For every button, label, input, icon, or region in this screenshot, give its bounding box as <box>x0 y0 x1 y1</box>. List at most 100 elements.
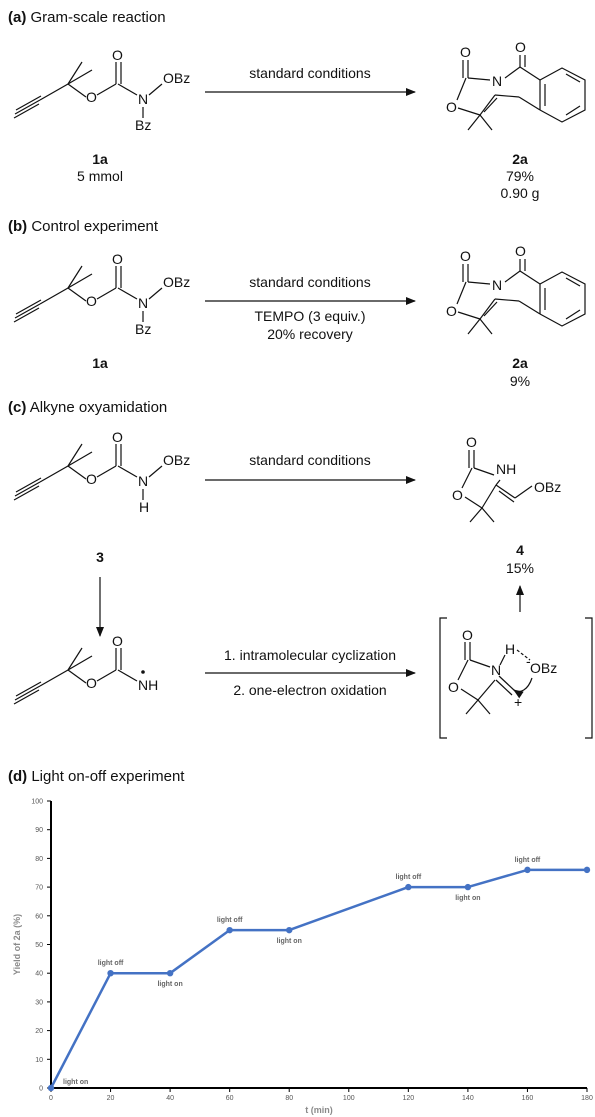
y-tick-label: 40 <box>35 971 43 978</box>
y-tick-label: 70 <box>35 885 43 892</box>
annotation-label: light on <box>455 895 480 902</box>
radical-dot <box>141 670 145 674</box>
data-point <box>405 883 412 891</box>
product-2a-structure-b: O N O O <box>446 243 586 335</box>
atom-n: N <box>492 73 502 89</box>
atom-o: O <box>448 679 459 695</box>
atom-o: O <box>460 248 471 264</box>
series-line <box>49 868 587 1089</box>
charge-plus: + <box>514 694 522 710</box>
section-b-heading: (b) Control experiment <box>8 218 159 235</box>
x-tick-label: 0 <box>49 1095 53 1102</box>
x-tick-label: 180 <box>581 1095 593 1102</box>
y-tick-label: 10 <box>35 1057 43 1064</box>
data-point <box>286 926 293 934</box>
atom-o: O <box>112 47 123 63</box>
product-id-a: 2a <box>512 151 528 167</box>
y-tick-label: 90 <box>35 827 43 834</box>
section-c-letter: (c) <box>8 399 26 416</box>
section-c-title: Alkyne oxyamidation <box>30 399 168 416</box>
atom-o: O <box>86 471 97 487</box>
reactant-1a-structure-b: O O N OBz Bz <box>13 251 190 337</box>
y-tick-label: 0 <box>39 1086 43 1093</box>
atom-o: O <box>86 675 97 691</box>
annotation-label: light on <box>157 981 182 988</box>
atom-o: O <box>460 44 471 60</box>
data-point <box>47 1084 55 1092</box>
product-yield-c: 15% <box>506 560 534 576</box>
section-b-title: Control experiment <box>31 218 159 235</box>
annotation-label: light off <box>217 917 243 924</box>
annotation-label: light off <box>98 960 124 967</box>
section-a-title: Gram-scale reaction <box>31 9 166 26</box>
atom-obz: OBz <box>163 274 190 290</box>
atom-o: O <box>112 429 123 445</box>
reactant-amount-a: 5 mmol <box>77 168 123 184</box>
section-a-letter: (a) <box>8 9 26 26</box>
reactant-3-structure: O O N OBz H <box>13 429 190 515</box>
intermediate-bracket <box>439 617 593 739</box>
x-tick-label: 20 <box>107 1095 115 1102</box>
reactant-id-a: 1a <box>92 151 108 167</box>
y-tick-label: 20 <box>35 1028 43 1035</box>
section-d-title: Light on-off experiment <box>31 768 185 785</box>
atom-n: N <box>138 295 148 311</box>
atom-n: N <box>138 91 148 107</box>
data-point <box>226 926 233 934</box>
section-d-letter: (d) <box>8 768 27 785</box>
x-tick-label: 120 <box>402 1095 414 1102</box>
y-tick-label: 30 <box>35 999 43 1006</box>
atom-nh: NH <box>496 461 516 477</box>
intermediate-structure: O N H OBz - O + <box>448 627 557 715</box>
y-tick-label: 80 <box>35 856 43 863</box>
data-point <box>583 866 591 874</box>
atom-o: O <box>515 243 526 259</box>
product-mass-a: 0.90 g <box>501 185 540 201</box>
atom-h: H <box>139 499 149 515</box>
x-axis-title: t (min) <box>305 1105 333 1115</box>
atom-o: O <box>112 251 123 267</box>
x-tick-label: 160 <box>522 1095 534 1102</box>
atom-o: O <box>86 89 97 105</box>
atom-nh: NH <box>138 677 158 693</box>
atom-o: O <box>462 627 473 643</box>
x-tick-label: 40 <box>166 1095 174 1102</box>
x-tick-label: 60 <box>226 1095 234 1102</box>
annotation-label: light off <box>515 857 541 864</box>
charge-minus: - <box>526 653 531 669</box>
y-tick-label: 60 <box>35 913 43 920</box>
reactant-id-b: 1a <box>92 355 108 371</box>
atom-o: O <box>112 633 123 649</box>
atom-o: O <box>452 487 463 503</box>
data-point <box>166 970 174 977</box>
condition-a: standard conditions <box>249 65 370 81</box>
product-4-structure: O NH O OBz <box>452 434 561 523</box>
atom-n: N <box>138 473 148 489</box>
atom-obz: OBz <box>530 660 557 676</box>
section-b-letter: (b) <box>8 218 27 235</box>
atom-o: O <box>466 434 477 450</box>
atom-bz: Bz <box>135 117 151 133</box>
data-point <box>524 866 531 874</box>
additive-b: TEMPO (3 equiv.) <box>255 308 366 324</box>
annotation-label: light off <box>396 874 422 881</box>
atom-h: H <box>505 641 515 657</box>
section-c-heading: (c) Alkyne oxyamidation <box>8 399 167 416</box>
atom-obz: OBz <box>163 452 190 468</box>
reactant-1a-structure-a: O O N OBz Bz <box>13 47 190 133</box>
product-id-b: 2a <box>512 355 528 371</box>
x-tick-label: 100 <box>343 1095 355 1102</box>
atom-n: N <box>491 662 501 678</box>
y-tick-label: 100 <box>31 799 43 806</box>
annotation-label: light on <box>63 1079 88 1086</box>
light-on-off-chart: Yield of 2a (%) t (min) 0102030405060708… <box>12 799 593 1116</box>
product-2a-structure-a: O N O O <box>446 39 586 131</box>
x-tick-label: 80 <box>285 1095 293 1102</box>
atom-o: O <box>86 293 97 309</box>
y-axis-title: Yield of 2a (%) <box>12 914 22 975</box>
section-d-heading: (d) Light on-off experiment <box>8 768 185 785</box>
step1-c: 1. intramolecular cyclization <box>224 647 396 663</box>
x-tick-label: 140 <box>462 1095 474 1102</box>
section-a-heading: (a) Gram-scale reaction <box>8 9 166 26</box>
